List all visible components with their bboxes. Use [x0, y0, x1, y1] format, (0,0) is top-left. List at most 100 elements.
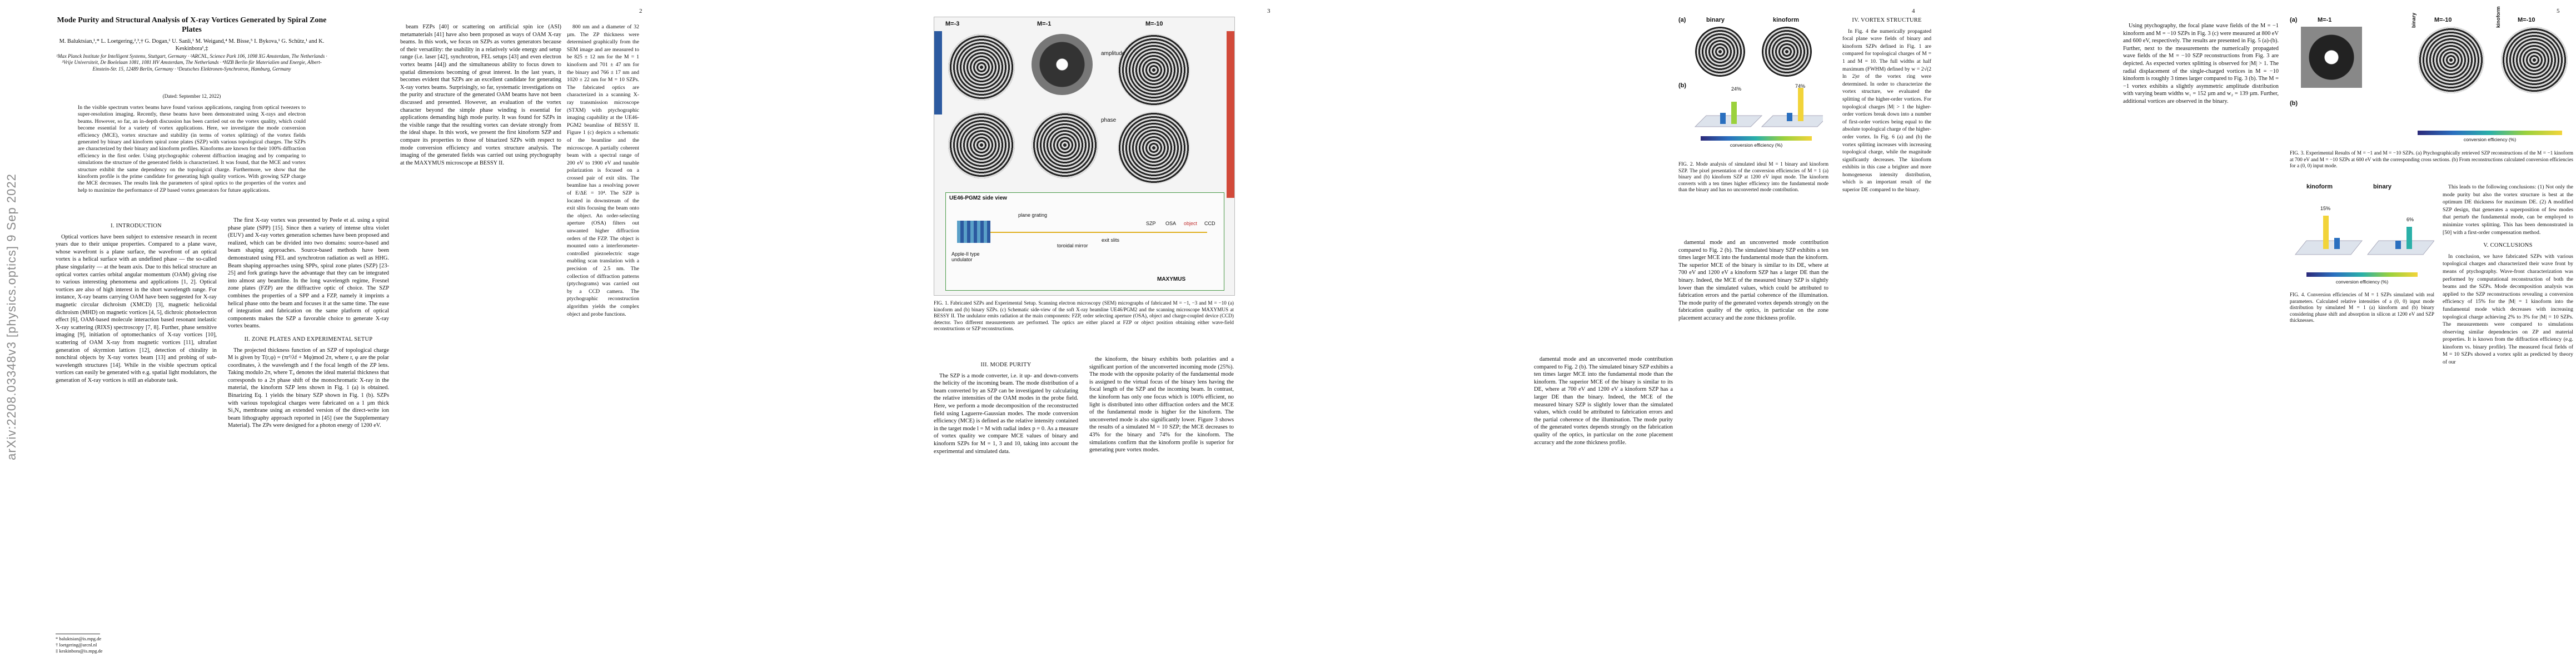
paragraph: In Fig. 4 the numerically propagated foc…: [1842, 28, 1931, 193]
colorbar: [2306, 272, 2418, 277]
figure-col-label: M=-3: [945, 21, 960, 27]
footnotes: * baluktsian@is.mpg.de † loetgering@arcn…: [56, 634, 103, 654]
page-number: 2: [639, 8, 642, 14]
page-number: 3: [1267, 8, 1270, 14]
figure-col-label: M=-1: [1037, 21, 1052, 27]
setup-label: CCD: [1204, 221, 1215, 226]
section-heading: II. ZONE PLATES AND EXPERIMENTAL SETUP: [244, 336, 373, 342]
szp-side-bar: [1227, 31, 1234, 198]
spiral-image: [1762, 27, 1812, 77]
page4-column-left: damental mode and an unconverted mode co…: [1534, 356, 1673, 449]
spiral-image: [1032, 112, 1098, 178]
footnote: ‡ keskinbora@is.mpg.de: [56, 648, 103, 654]
vortex-image: [2301, 27, 2362, 88]
paragraph: damental mode and an unconverted mode co…: [1678, 240, 1828, 321]
page4-column-middle: damental mode and an unconverted mode co…: [1678, 239, 1828, 325]
column-title: kinoform: [1773, 17, 1800, 23]
setup-label: exit slits: [1102, 237, 1120, 243]
undulator-icon: [957, 221, 990, 243]
inset-label: phase: [1101, 117, 1117, 123]
page3-column-left: III. MODE PURITY The SZP is a mode conve…: [934, 356, 1078, 457]
figure-3-caption: FIG. 3. Experimental Results of M = −1 a…: [2290, 150, 2573, 169]
column-title: binary: [2373, 183, 2392, 190]
page4-column-right: IV. VORTEX STRUCTURE In Fig. 4 the numer…: [1842, 11, 1931, 196]
spiral-image: [1695, 27, 1745, 77]
setup-label: MAXYMUS: [1157, 276, 1186, 282]
bar-label: 24%: [1731, 86, 1742, 92]
paragraph: The first X-ray vortex was presented by …: [228, 217, 389, 330]
paragraph: Optical vortices have been subject to ex…: [56, 233, 217, 384]
section-heading: III. MODE PURITY: [980, 362, 1032, 368]
paragraph: Using ptychography, the focal plane wave…: [2123, 23, 2279, 104]
row-label: binary: [2411, 12, 2416, 28]
figure-4: kinoform binary 15% 6% conversion effici…: [2290, 183, 2434, 289]
colorbar-label: conversion efficiency (%): [2335, 279, 2389, 285]
page-number: 5: [2557, 8, 2560, 14]
page2-column-narrow: 800 nm and a diameter of 32 µm. The ZP t…: [567, 23, 639, 320]
section-heading: IV. VORTEX STRUCTURE: [1852, 17, 1922, 23]
section-heading: V. CONCLUSIONS: [2483, 242, 2533, 249]
colorbar: [1701, 136, 1812, 141]
setup-label: toroidal mirror: [1057, 243, 1088, 248]
vortex-image: [1032, 34, 1093, 95]
bar-label: 15%: [2320, 206, 2331, 211]
figure-title: M=-10: [2434, 17, 2452, 23]
figure-col-label: M=-10: [1145, 21, 1163, 27]
paragraph: This leads to the following conclusions:…: [2443, 184, 2573, 236]
bar-3d-chart: [1694, 88, 1823, 127]
row-label: kinoform: [2495, 6, 2501, 28]
footnote: † loetgering@arcnl.nl: [56, 642, 97, 648]
setup-label: plane grating: [1018, 212, 1048, 218]
paper-abstract: In the visible spectrum vortex beams hav…: [78, 104, 306, 193]
paper-date: (Dated: September 12, 2022): [162, 93, 221, 99]
paragraph: In conclusion, we have fabricated SZPs w…: [2443, 253, 2573, 366]
setup-schematic: UE46-PGM2 side view Apple-II type undula…: [945, 192, 1224, 291]
page-number: 4: [1912, 8, 1915, 14]
figure-title: M=-1: [2318, 17, 2332, 23]
spiral-image: [948, 112, 1015, 178]
paper-title: Mode Purity and Structural Analysis of X…: [57, 16, 327, 34]
setup-label: Apple-II type undulator: [951, 251, 980, 262]
page-4: 5 (a) M=-1 M=-10 M=-10 binary kinoform (…: [1934, 0, 2576, 667]
paragraph: beam FZPs [40] or scattering on artifici…: [400, 24, 561, 166]
page5-column-left: Using ptychography, the focal plane wave…: [2123, 22, 2279, 108]
bar-label: 74%: [1795, 83, 1806, 89]
figure-1: M=-3 M=-1 M=-10 phase amplitude UE46-PGM…: [934, 17, 1235, 296]
panel-label: (b): [1678, 82, 1687, 89]
figure-title: M=-10: [2518, 17, 2535, 23]
paragraph: The projected thickness function of an S…: [228, 347, 389, 429]
page3-column-right: the kinoform, the binary exhibits both p…: [1089, 356, 1234, 456]
figure-1-caption: FIG. 1. Fabricated SZPs and Experimental…: [934, 300, 1234, 332]
figure-3: (a) M=-1 M=-10 M=-10 binary kinoform (b)…: [2290, 6, 2573, 145]
bar-3d-chart: [2294, 216, 2434, 255]
paragraph: The SZP is a mode converter, i.e. it up-…: [934, 372, 1078, 455]
inset-label: amplitude: [1101, 51, 1125, 57]
zone-plates-column: The first X-ray vortex was presented by …: [228, 217, 389, 432]
intro-column: I. INTRODUCTION Optical vortices have be…: [56, 217, 217, 386]
spiral-image: [948, 34, 1015, 101]
setup-label: OSA: [1165, 221, 1177, 226]
page-2: 3 M=-3 M=-1 M=-10 phase amplitude UE46-P…: [645, 0, 1289, 667]
paper-affiliations: ¹Max Planck Institute for Intelligent Sy…: [56, 53, 327, 72]
page2-column-right: beam FZPs [40] or scattering on artifici…: [400, 23, 561, 169]
column-title: binary: [1706, 17, 1725, 23]
paper-authors: M. Baluktsian,¹,* L. Loetgering,²,³,† G.…: [59, 38, 325, 52]
wave-field-side-bar: [934, 31, 942, 115]
paragraph: damental mode and an unconverted mode co…: [1534, 356, 1673, 446]
page-1: 2 Mode Purity and Structural Analysis of…: [0, 0, 645, 667]
setup-label: object: [1184, 221, 1198, 226]
footnote: * baluktsian@is.mpg.de: [56, 636, 102, 641]
panel-label: (b): [2290, 100, 2298, 107]
figure-2-caption: FIG. 2. Mode analysis of simulated ideal…: [1678, 161, 1828, 193]
panel-label: (a): [2290, 17, 2298, 23]
colorbar: [2418, 131, 2562, 135]
spiral-image: [1118, 34, 1190, 106]
figure-4-caption: FIG. 4. Conversion efficiencies of M = 1…: [2290, 292, 2434, 323]
setup-label: SZP: [1146, 221, 1156, 226]
bar-label: 6%: [2406, 217, 2414, 222]
page5-column-right: This leads to the following conclusions:…: [2443, 183, 2573, 369]
paragraph: 800 nm and a diameter of 32 µm. The ZP t…: [567, 24, 639, 317]
paragraph: the kinoform, the binary exhibits both p…: [1089, 356, 1234, 454]
beam-path: [990, 232, 1207, 233]
spiral-image: [1118, 112, 1190, 184]
